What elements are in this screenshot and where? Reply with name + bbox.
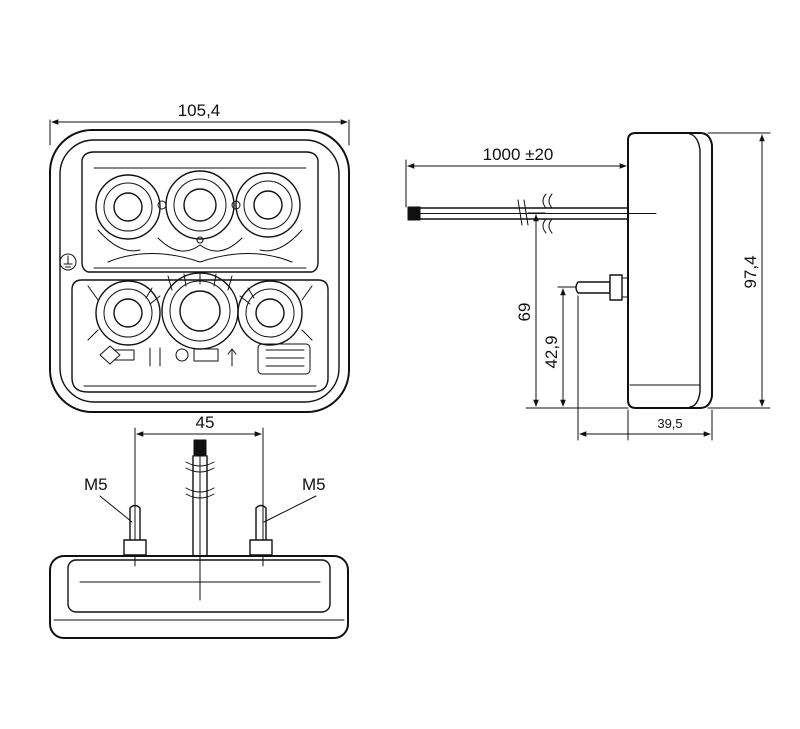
bottom-bolt-right [249, 504, 273, 556]
housing-inner [59, 139, 340, 403]
led-lower-left [95, 280, 161, 346]
depth-label: 39,5 [657, 416, 682, 431]
overall-height-label: 97,4 [741, 255, 760, 288]
led-upper-left [95, 174, 161, 240]
led-upper-right [235, 172, 301, 238]
marking-strip [99, 343, 311, 375]
cable-end-icon [407, 206, 421, 221]
thread-label-left: M5 [84, 475, 108, 494]
thread-leader-left [99, 495, 133, 523]
bottom-cable [185, 439, 215, 601]
side-housing [627, 132, 713, 409]
front-view: 105,4 [49, 101, 350, 413]
bolt-nut [609, 274, 623, 301]
bottom-view: 45 M5 M5 [49, 413, 349, 639]
screw-hole-3 [196, 236, 204, 244]
side-view: 97,4 1000 ±20 69 42, [405, 132, 771, 441]
reflector-ribs [87, 271, 313, 341]
bottom-housing [49, 555, 349, 639]
bolt-spacing-label: 45 [196, 413, 215, 432]
front-width-label: 105,4 [178, 101, 221, 120]
cable-end-top-icon [193, 439, 207, 457]
bolt-height-label: 42,9 [542, 335, 561, 368]
housing-outer [49, 129, 350, 413]
cable-length-label: 1000 ±20 [483, 145, 554, 164]
lens-upper [81, 151, 319, 273]
screw-hole-2 [231, 200, 241, 210]
led-upper-center [165, 170, 235, 240]
screw-hole-1 [157, 200, 167, 210]
side-bolt [575, 274, 629, 301]
ground-symbol-icon [59, 253, 77, 271]
lens-lower [71, 279, 329, 393]
thread-label-right: M5 [302, 475, 326, 494]
cable-break-symbol-2 [185, 461, 215, 499]
cable-break-symbol [542, 193, 553, 234]
cable-height-label: 69 [515, 303, 534, 322]
thread-leader-right [263, 495, 317, 523]
led-lower-right [237, 280, 303, 346]
